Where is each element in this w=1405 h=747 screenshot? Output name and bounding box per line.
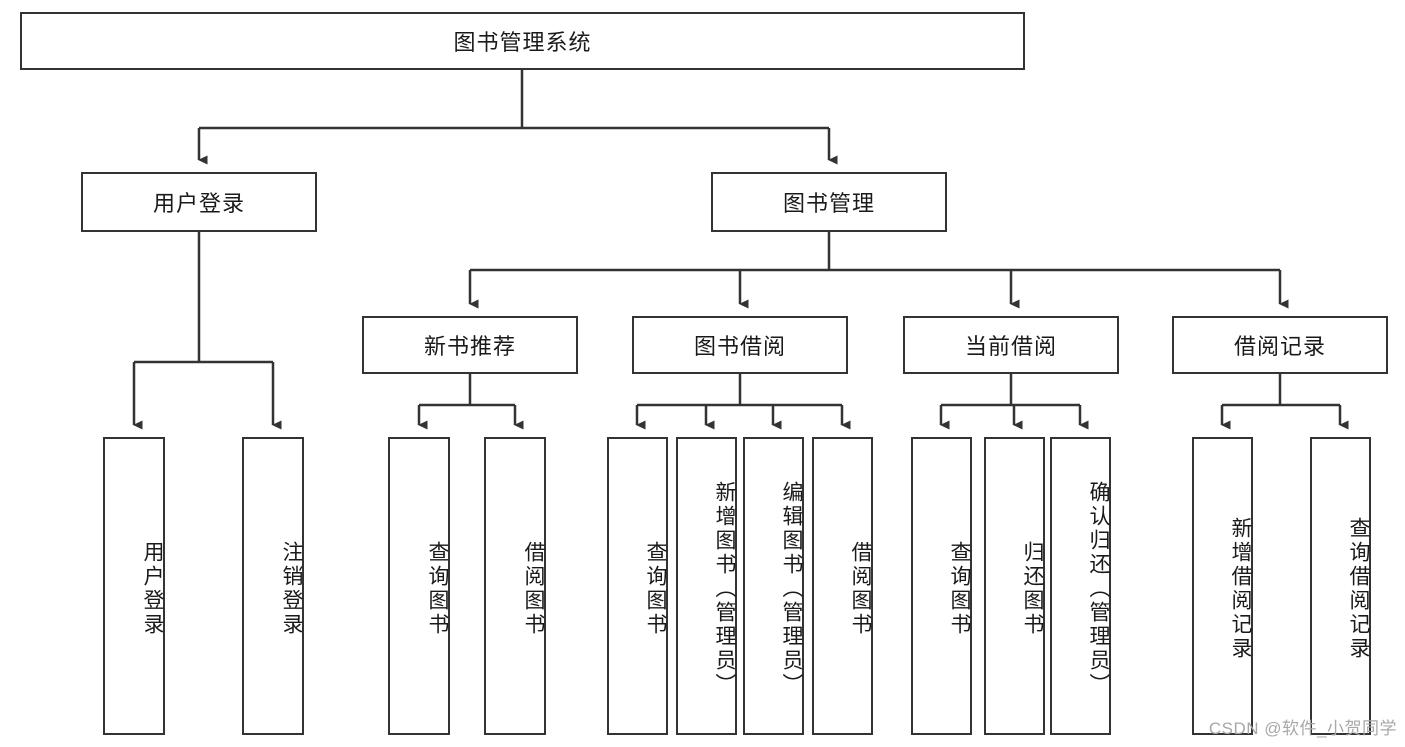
node-leaf-query-book-3[interactable]: 查询图书: [911, 437, 972, 735]
node-leaf-query-book-1-label: 查询图书: [426, 541, 449, 637]
node-leaf-add-record[interactable]: 新增借阅记录: [1192, 437, 1253, 735]
node-book-borrow-label: 图书借阅: [693, 334, 786, 359]
node-borrow-record[interactable]: 借阅记录: [1172, 316, 1388, 374]
node-leaf-return-book[interactable]: 归还图书: [984, 437, 1045, 735]
node-leaf-user-login-label: 用户登录: [141, 541, 164, 637]
node-leaf-edit-book[interactable]: 编辑图书（管理员）: [743, 437, 804, 735]
node-leaf-query-book-3-label: 查询图书: [948, 541, 971, 637]
node-user-login-label: 用户登录: [152, 191, 245, 216]
node-root[interactable]: 图书管理系统: [20, 12, 1025, 70]
node-leaf-return-book-label: 归还图书: [1021, 541, 1044, 637]
node-book-manage[interactable]: 图书管理: [711, 172, 947, 232]
node-leaf-logout-label: 注销登录: [280, 541, 303, 637]
node-book-manage-label: 图书管理: [782, 191, 875, 216]
node-leaf-edit-book-label: 编辑图书（管理员）: [780, 481, 803, 697]
node-leaf-add-book-label: 新增图书（管理员）: [713, 481, 736, 697]
node-leaf-borrow-book-2[interactable]: 借阅图书: [812, 437, 873, 735]
node-leaf-query-book-2[interactable]: 查询图书: [607, 437, 668, 735]
node-leaf-add-book[interactable]: 新增图书（管理员）: [676, 437, 737, 735]
node-leaf-borrow-book-1-label: 借阅图书: [522, 541, 545, 637]
node-leaf-borrow-book-2-label: 借阅图书: [849, 541, 872, 637]
node-leaf-confirm-return[interactable]: 确认归还（管理员）: [1050, 437, 1111, 735]
node-new-book-recommend-label: 新书推荐: [423, 334, 516, 359]
node-leaf-query-record-label: 查询借阅记录: [1347, 517, 1370, 661]
node-leaf-query-book-1[interactable]: 查询图书: [388, 437, 450, 735]
node-new-book-recommend[interactable]: 新书推荐: [362, 316, 578, 374]
node-leaf-user-login[interactable]: 用户登录: [103, 437, 165, 735]
node-current-borrow[interactable]: 当前借阅: [903, 316, 1119, 374]
node-user-login[interactable]: 用户登录: [81, 172, 317, 232]
node-leaf-add-record-label: 新增借阅记录: [1229, 517, 1252, 661]
node-leaf-query-book-2-label: 查询图书: [644, 541, 667, 637]
node-current-borrow-label: 当前借阅: [964, 334, 1057, 359]
node-leaf-logout[interactable]: 注销登录: [242, 437, 304, 735]
node-leaf-query-record[interactable]: 查询借阅记录: [1310, 437, 1371, 735]
node-leaf-borrow-book-1[interactable]: 借阅图书: [484, 437, 546, 735]
node-borrow-record-label: 借阅记录: [1233, 334, 1326, 359]
node-root-label: 图书管理系统: [453, 30, 592, 55]
node-book-borrow[interactable]: 图书借阅: [632, 316, 848, 374]
watermark: CSDN @软件_小贺同学: [1208, 719, 1397, 738]
node-leaf-confirm-return-label: 确认归还（管理员）: [1087, 481, 1110, 697]
